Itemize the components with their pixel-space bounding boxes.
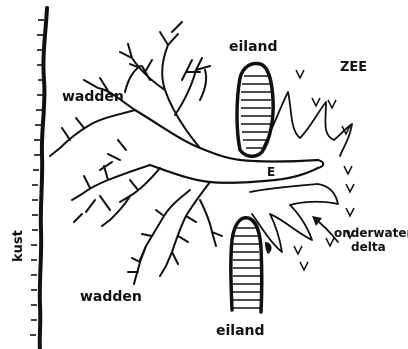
label-tidal-flats-top: wadden: [62, 89, 124, 105]
label-tidal-flats-bottom: wadden: [80, 289, 142, 305]
label-island-top: eiland: [229, 39, 278, 55]
sea-ripples: [294, 70, 354, 270]
label-coast: kust: [11, 230, 26, 262]
tidal-creeks-lower: [128, 182, 222, 284]
island-top: [237, 64, 273, 157]
delta-lobes-upper: [262, 92, 352, 156]
label-ebb-channel: E: [267, 165, 275, 179]
delta-lobes-lower: [250, 184, 338, 252]
label-sea: ZEE: [340, 60, 367, 75]
coastline: [40, 8, 47, 349]
main-channel-lower-bank: [150, 165, 318, 183]
channel-tip: [318, 160, 323, 168]
label-island-bottom: eiland: [216, 323, 265, 339]
label-delta-line2: delta: [351, 240, 386, 254]
main-channel-upper-bank: [135, 110, 318, 162]
label-delta-line1: onderwater: [334, 226, 408, 240]
tidal-creeks-middle: [72, 140, 160, 226]
